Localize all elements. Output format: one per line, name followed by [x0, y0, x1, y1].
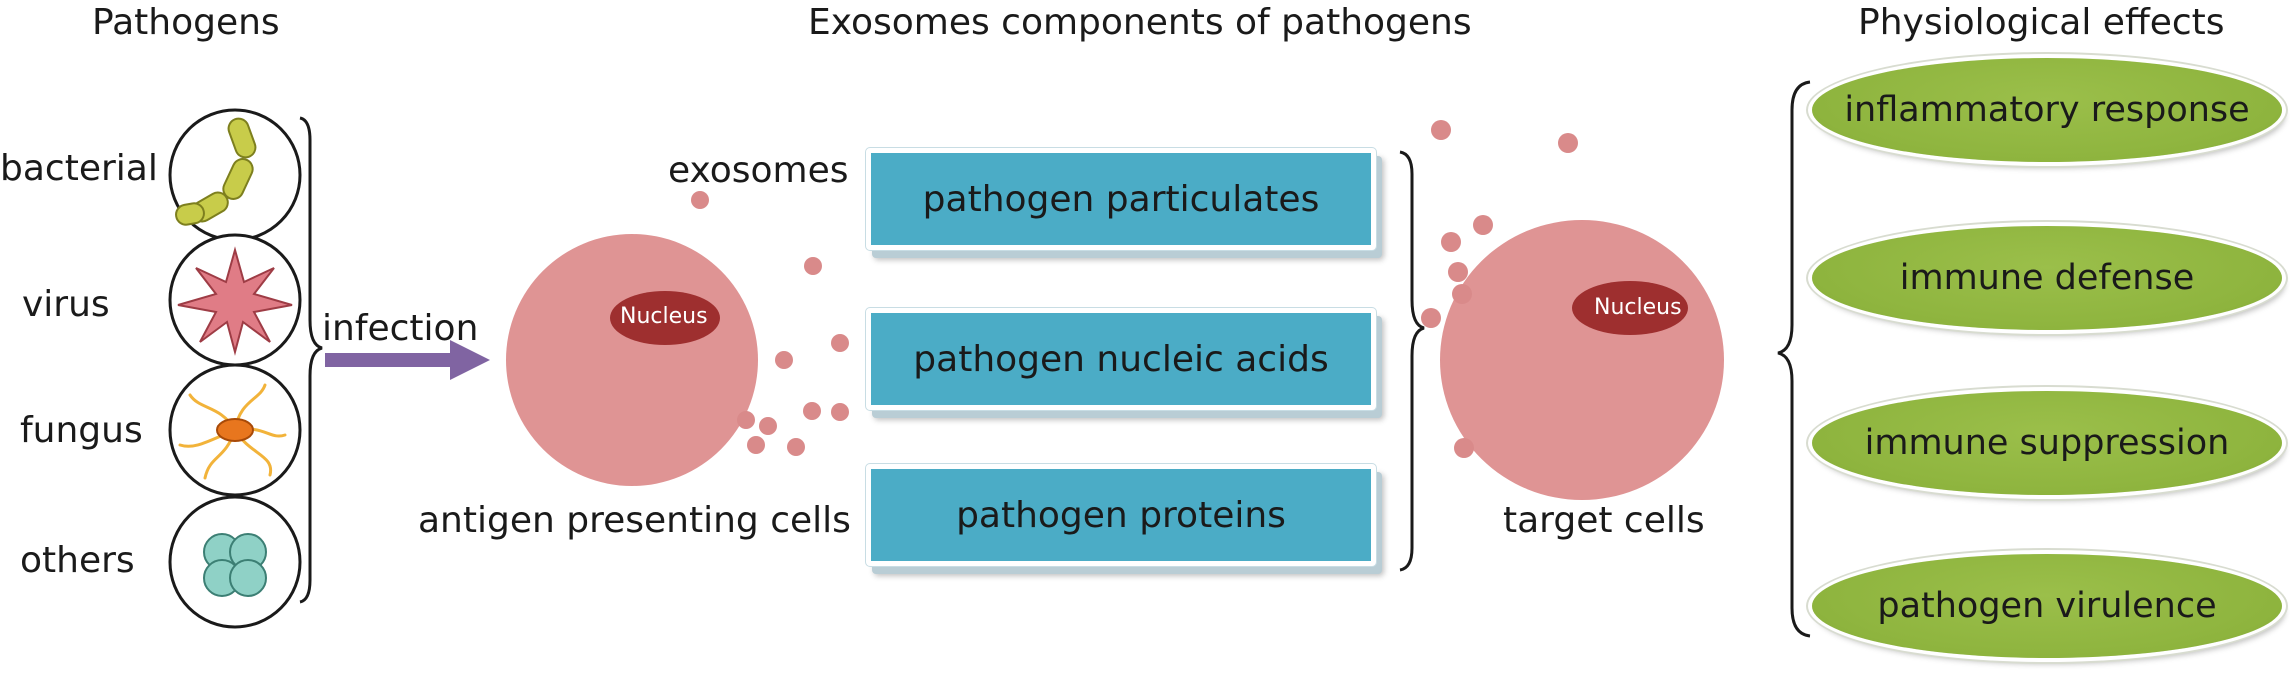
exosome-dots [691, 120, 1578, 458]
effects-heading: Physiological effects [1858, 2, 2225, 43]
component-box-proteins: pathogen proteins [866, 464, 1376, 566]
component-box-particulates: pathogen particulates [866, 148, 1376, 250]
effect-immune-suppression: immune suppression [1812, 391, 2282, 495]
effect-inflammatory-response: inflammatory response [1812, 58, 2282, 162]
target-cells-label: target cells [1503, 500, 1705, 541]
antigen-presenting-cells-label: antigen presenting cells [418, 500, 851, 541]
components-bracket [1399, 150, 1425, 572]
antigen-presenting-cell [506, 234, 758, 486]
exosomes-label: exosomes [668, 150, 849, 191]
nucleus-apc [610, 291, 720, 345]
fungus-icon [168, 363, 302, 497]
bacteria-icon [168, 108, 302, 242]
effect-immune-defense: immune defense [1812, 226, 2282, 330]
target-cell [1440, 220, 1724, 500]
pathogens-bracket [299, 116, 323, 604]
pathogen-label-fungus: fungus [20, 410, 143, 451]
pathogen-label-virus: virus [22, 284, 110, 325]
component-box-nucleic-acids: pathogen nucleic acids [866, 308, 1376, 410]
pathogen-label-bacterial: bacterial [0, 148, 158, 189]
infection-label: infection [322, 308, 479, 349]
others-icon [168, 495, 302, 629]
nucleus-label-apc: Nucleus [620, 304, 708, 329]
nucleus-target [1572, 281, 1688, 335]
pathogen-label-others: others [20, 540, 135, 581]
nucleus-label-target: Nucleus [1594, 295, 1682, 320]
components-heading: Exosomes components of pathogens [808, 2, 1472, 43]
virus-icon [168, 233, 302, 367]
effect-pathogen-virulence: pathogen virulence [1812, 554, 2282, 658]
pathogens-heading: Pathogens [92, 2, 280, 43]
infection-arrow [325, 340, 490, 380]
effects-bracket [1777, 80, 1811, 638]
